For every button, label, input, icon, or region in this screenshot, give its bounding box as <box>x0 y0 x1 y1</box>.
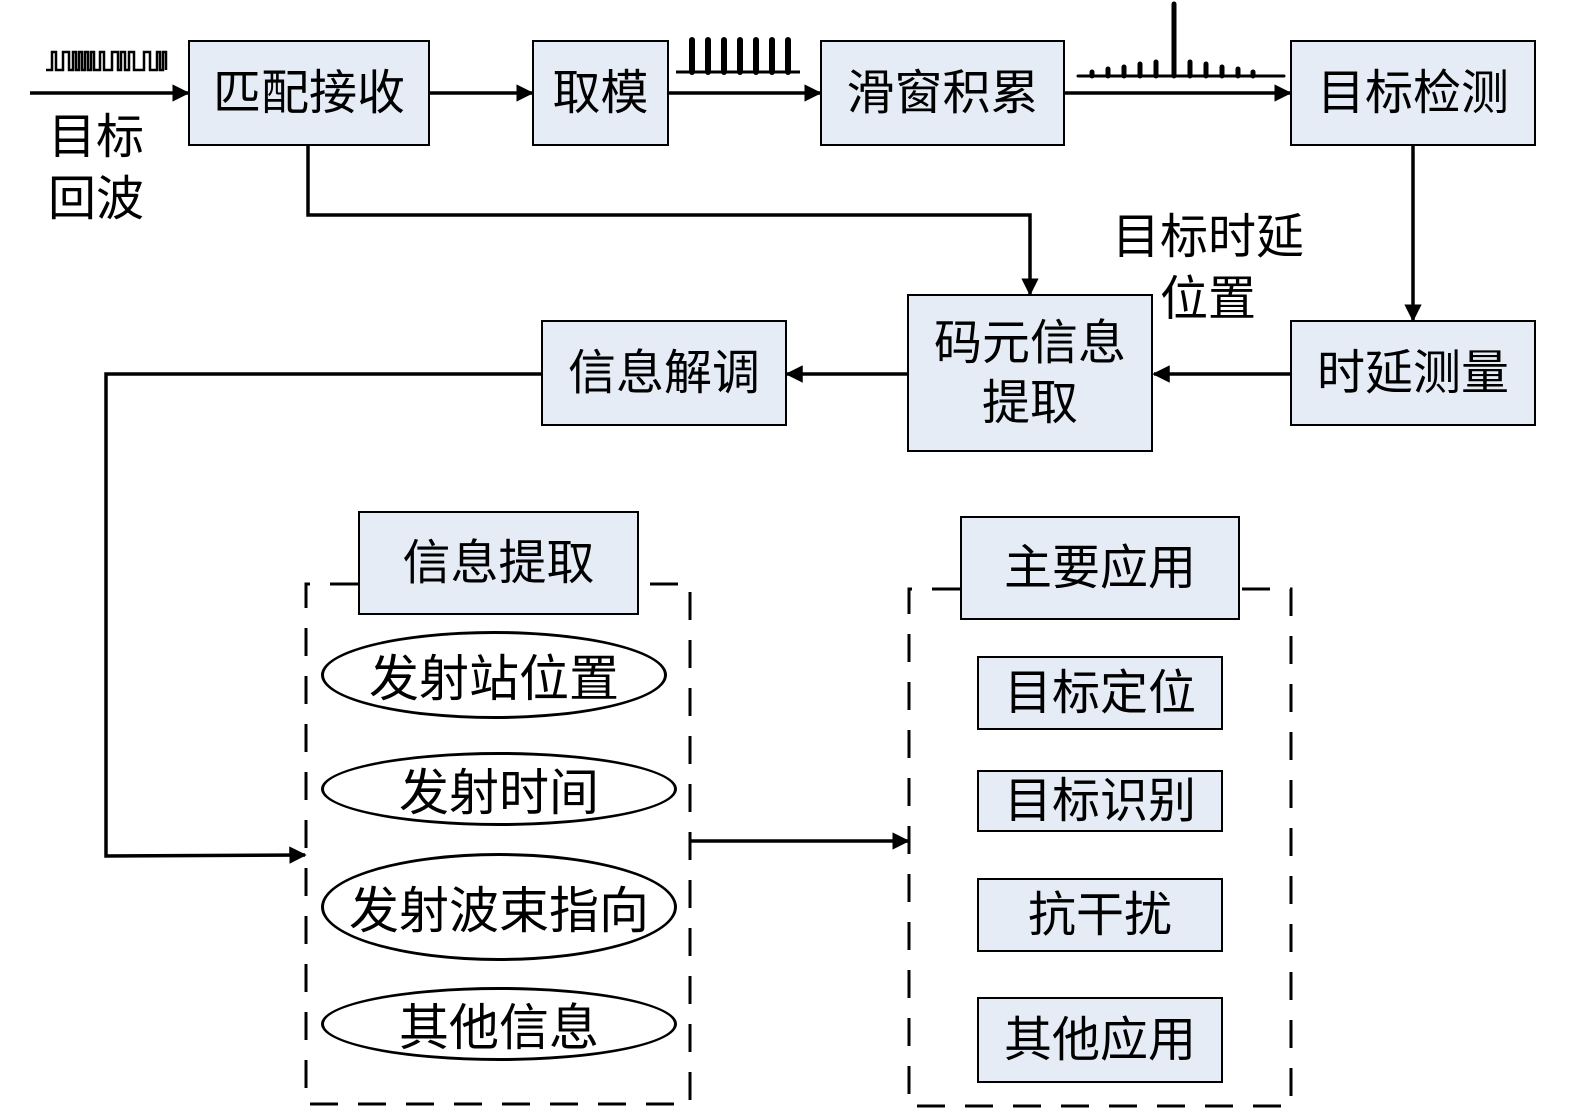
sliding-window-accumulate-label: 滑窗积累 <box>846 65 1039 121</box>
info-item-label: 发射站位置 <box>369 650 619 708</box>
modulus-block[interactable]: 取模 <box>532 40 669 146</box>
info-item-beam-direction[interactable]: 发射波束指向 <box>321 853 677 961</box>
info-item-label: 发射波束指向 <box>349 882 649 940</box>
info-item-other-info[interactable]: 其他信息 <box>321 987 677 1061</box>
delay-measure-label: 时延测量 <box>1316 345 1509 401</box>
info-extract-title-label: 信息提取 <box>402 535 595 591</box>
matched-receive-block[interactable]: 匹配接收 <box>188 40 430 146</box>
modulus-label: 取模 <box>552 65 649 121</box>
pulse-train-icon <box>676 37 800 75</box>
arrow-matched-to-symbol <box>306 145 1039 296</box>
application-target-locate[interactable]: 目标定位 <box>977 656 1223 730</box>
input-label-target-echo: 目标 回波 <box>48 106 144 231</box>
delay-position-label-line-2: 位置 <box>1160 271 1257 328</box>
input-label-line-1: 目标 <box>48 109 145 165</box>
arrow-demod-to-info-group <box>104 372 541 864</box>
application-label: 目标定位 <box>1003 665 1196 721</box>
info-item-transmitter-position[interactable]: 发射站位置 <box>321 631 667 719</box>
applications-title-label: 主要应用 <box>1003 540 1196 596</box>
coded-pulse-waveform-icon <box>46 50 168 72</box>
info-item-transmit-time[interactable]: 发射时间 <box>321 752 677 826</box>
delay-position-edge-label: 目标时延 位置 <box>1112 206 1304 331</box>
application-label: 其他应用 <box>1003 1012 1196 1068</box>
info-demodulate-label: 信息解调 <box>567 345 760 401</box>
symbol-info-extract-label-line-1: 码元信息 <box>933 315 1126 371</box>
delay-measure-block[interactable]: 时延测量 <box>1290 320 1536 426</box>
info-item-label: 发射时间 <box>399 764 599 822</box>
applications-group-title: 主要应用 <box>960 516 1240 620</box>
symbol-info-extract-label-line-2: 提取 <box>981 375 1078 431</box>
sliding-window-accumulate-block[interactable]: 滑窗积累 <box>820 40 1065 146</box>
info-extract-group-title: 信息提取 <box>358 511 639 615</box>
delay-position-label-line-1: 目标时延 <box>1112 209 1305 265</box>
application-target-identify[interactable]: 目标识别 <box>977 770 1223 832</box>
info-demodulate-block[interactable]: 信息解调 <box>541 320 787 426</box>
application-other[interactable]: 其他应用 <box>977 997 1223 1083</box>
info-item-label: 其他信息 <box>399 999 599 1057</box>
application-label: 抗干扰 <box>1027 887 1172 943</box>
input-label-line-2: 回波 <box>48 171 145 228</box>
accumulated-peak-icon <box>1076 1 1286 79</box>
target-detect-label: 目标检测 <box>1316 65 1509 121</box>
symbol-info-extract-block[interactable]: 码元信息 提取 <box>907 294 1153 452</box>
target-detect-block[interactable]: 目标检测 <box>1290 40 1536 146</box>
matched-receive-label: 匹配接收 <box>212 65 405 121</box>
application-anti-jamming[interactable]: 抗干扰 <box>977 878 1223 952</box>
application-label: 目标识别 <box>1003 773 1196 829</box>
